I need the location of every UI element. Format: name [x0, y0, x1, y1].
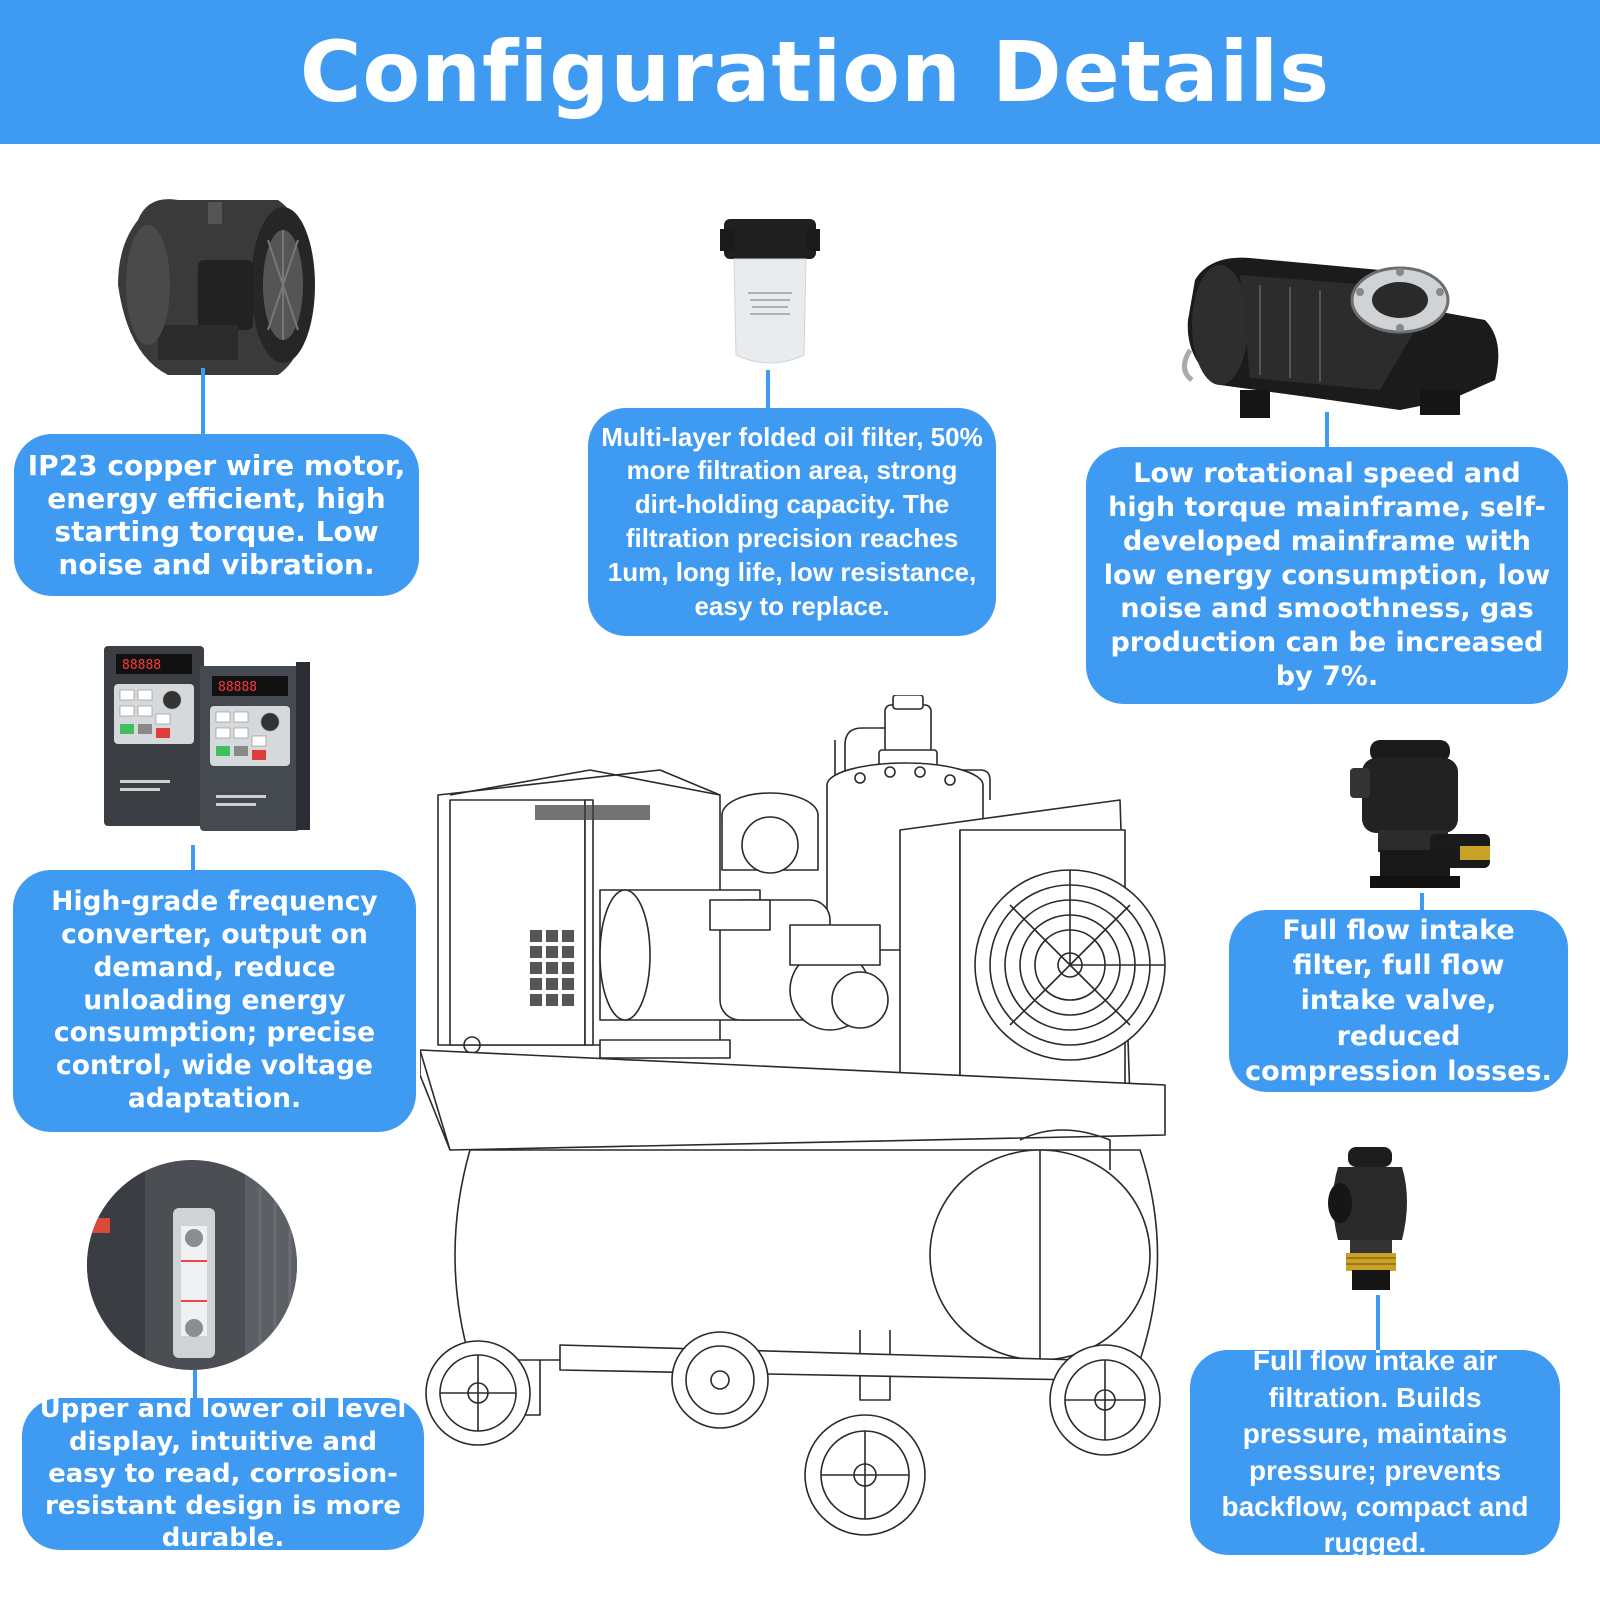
mainframe-text: Low rotational speed and high torque mai…: [1103, 458, 1551, 692]
converter-text: High-grade frequency converter, output o…: [51, 885, 378, 1115]
svg-text:88888: 88888: [218, 680, 257, 695]
oil-filter-text: Multi-layer folded oil filter, 50% more …: [601, 421, 983, 621]
motor-description: IP23 copper wire motor, energy efficient…: [14, 434, 419, 596]
mainframe-connector-line: [1325, 412, 1329, 448]
copper-wire-motor-icon: [118, 199, 315, 375]
check-valve-text: Full flow intake air filtration. Builds …: [1221, 1345, 1529, 1559]
oil-level-description: Upper and lower oil level display, intui…: [22, 1394, 424, 1553]
intake-filter-text: Full flow intake filter, full flow intak…: [1245, 915, 1552, 1087]
oil-filter-connector-line: [766, 370, 770, 410]
screw-airend-icon: [1182, 257, 1499, 418]
check-valve-icon: [1328, 1147, 1407, 1290]
check-valve-description: Full flow intake air filtration. Builds …: [1190, 1345, 1560, 1558]
intake-filter-description: Full flow intake filter, full flow intak…: [1229, 910, 1568, 1092]
motor-connector-line: [201, 368, 205, 436]
mainframe-description: Low rotational speed and high torque mai…: [1086, 447, 1568, 704]
converter-description: High-grade frequency converter, output o…: [13, 870, 416, 1132]
intake-filter-connector-line: [1420, 893, 1424, 911]
converter-connector-line: [191, 845, 195, 870]
oil-filter-icon: [720, 219, 820, 364]
oil-filter-description: Multi-layer folded oil filter, 50% more …: [588, 408, 996, 636]
frequency-converter-icon: 88888 88888: [104, 646, 310, 831]
oil-level-connector-line: [193, 1370, 197, 1398]
check-valve-connector-line: [1376, 1295, 1380, 1351]
svg-text:88888: 88888: [122, 658, 161, 673]
oil-level-text: Upper and lower oil level display, intui…: [39, 1394, 407, 1554]
motor-text: IP23 copper wire motor, energy efficient…: [27, 448, 406, 582]
page-title: Configuration Details: [299, 23, 1331, 121]
air-compressor-illustration: [420, 695, 1166, 1536]
header-banner: Configuration Details: [0, 0, 1600, 144]
intake-valve-icon: [1350, 740, 1490, 888]
oil-level-gauge-icon: [87, 1160, 297, 1370]
